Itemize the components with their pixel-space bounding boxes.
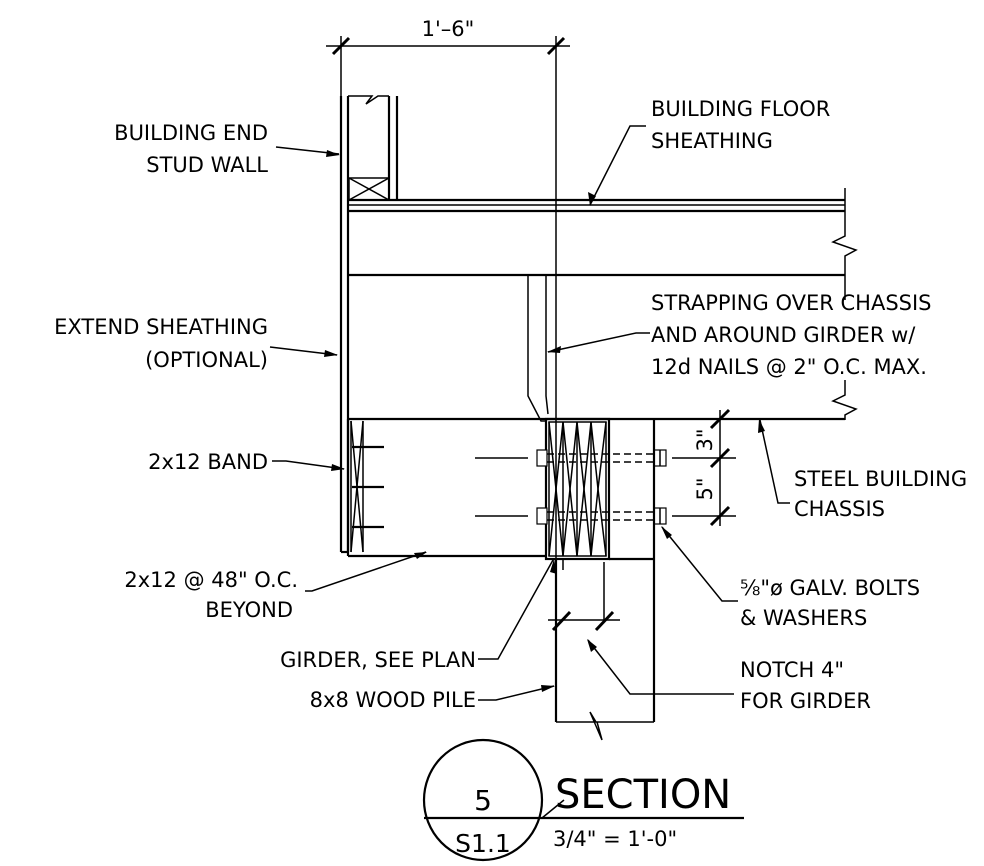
- label-joist-1: 2x12 @ 48" O.C.: [124, 568, 298, 592]
- detail-number: 5: [474, 784, 492, 817]
- dimension-3: 3": [693, 428, 717, 451]
- label-band: 2x12 BAND: [148, 450, 268, 474]
- wood-pile: [548, 419, 656, 741]
- label-building-end-1: BUILDING END: [114, 121, 268, 145]
- label-extend-1: EXTEND SHEATHING: [54, 315, 268, 339]
- top-dimension: 1'–6": [326, 17, 570, 580]
- strapping: [527, 274, 549, 422]
- label-pile: 8x8 WOOD PILE: [310, 688, 476, 712]
- label-floor-2: SHEATHING: [651, 129, 773, 153]
- arrowheads: [324, 150, 765, 692]
- detail-bubble: [422, 738, 544, 862]
- label-building-end-2: STUD WALL: [146, 153, 268, 177]
- label-steel-1: STEEL BUILDING: [794, 467, 967, 491]
- bolts: [475, 449, 667, 525]
- stud-wall: [339, 95, 399, 552]
- label-extend-2: (OPTIONAL): [145, 348, 268, 372]
- girder: [544, 417, 611, 561]
- band-and-joist: [341, 419, 546, 558]
- sheet-number: S1.1: [455, 829, 511, 858]
- label-bolts-1: ⅝"ø GALV. BOLTS: [740, 576, 920, 600]
- callout-labels: BUILDING END STUD WALL BUILDING FLOOR SH…: [54, 97, 967, 713]
- dimension-5: 5": [693, 477, 717, 500]
- label-strap-2: AND AROUND GIRDER w/: [651, 323, 916, 347]
- label-steel-2: CHASSIS: [794, 497, 885, 521]
- dimension-1-6: 1'–6": [422, 17, 475, 41]
- leaders: [269, 125, 790, 701]
- label-notch-1: NOTCH 4": [740, 658, 844, 682]
- section-title-text: SECTION: [555, 772, 731, 818]
- label-strap-1: STRAPPING OVER CHASSIS: [651, 291, 932, 315]
- label-girder: GIRDER, SEE PLAN: [280, 648, 476, 672]
- label-notch-2: FOR GIRDER: [740, 689, 871, 713]
- scale-text: 3/4" = 1'-0": [553, 827, 677, 851]
- label-joist-2: BEYOND: [205, 598, 293, 622]
- right-dimensions: 3" 5": [640, 408, 736, 527]
- label-strap-3: 12d NAILS @ 2" O.C. MAX.: [651, 355, 927, 379]
- label-bolts-2: & WASHERS: [740, 606, 867, 630]
- section-title: 5 S1.1 SECTION 3/4" = 1'-0": [422, 738, 744, 862]
- label-floor-1: BUILDING FLOOR: [651, 97, 830, 121]
